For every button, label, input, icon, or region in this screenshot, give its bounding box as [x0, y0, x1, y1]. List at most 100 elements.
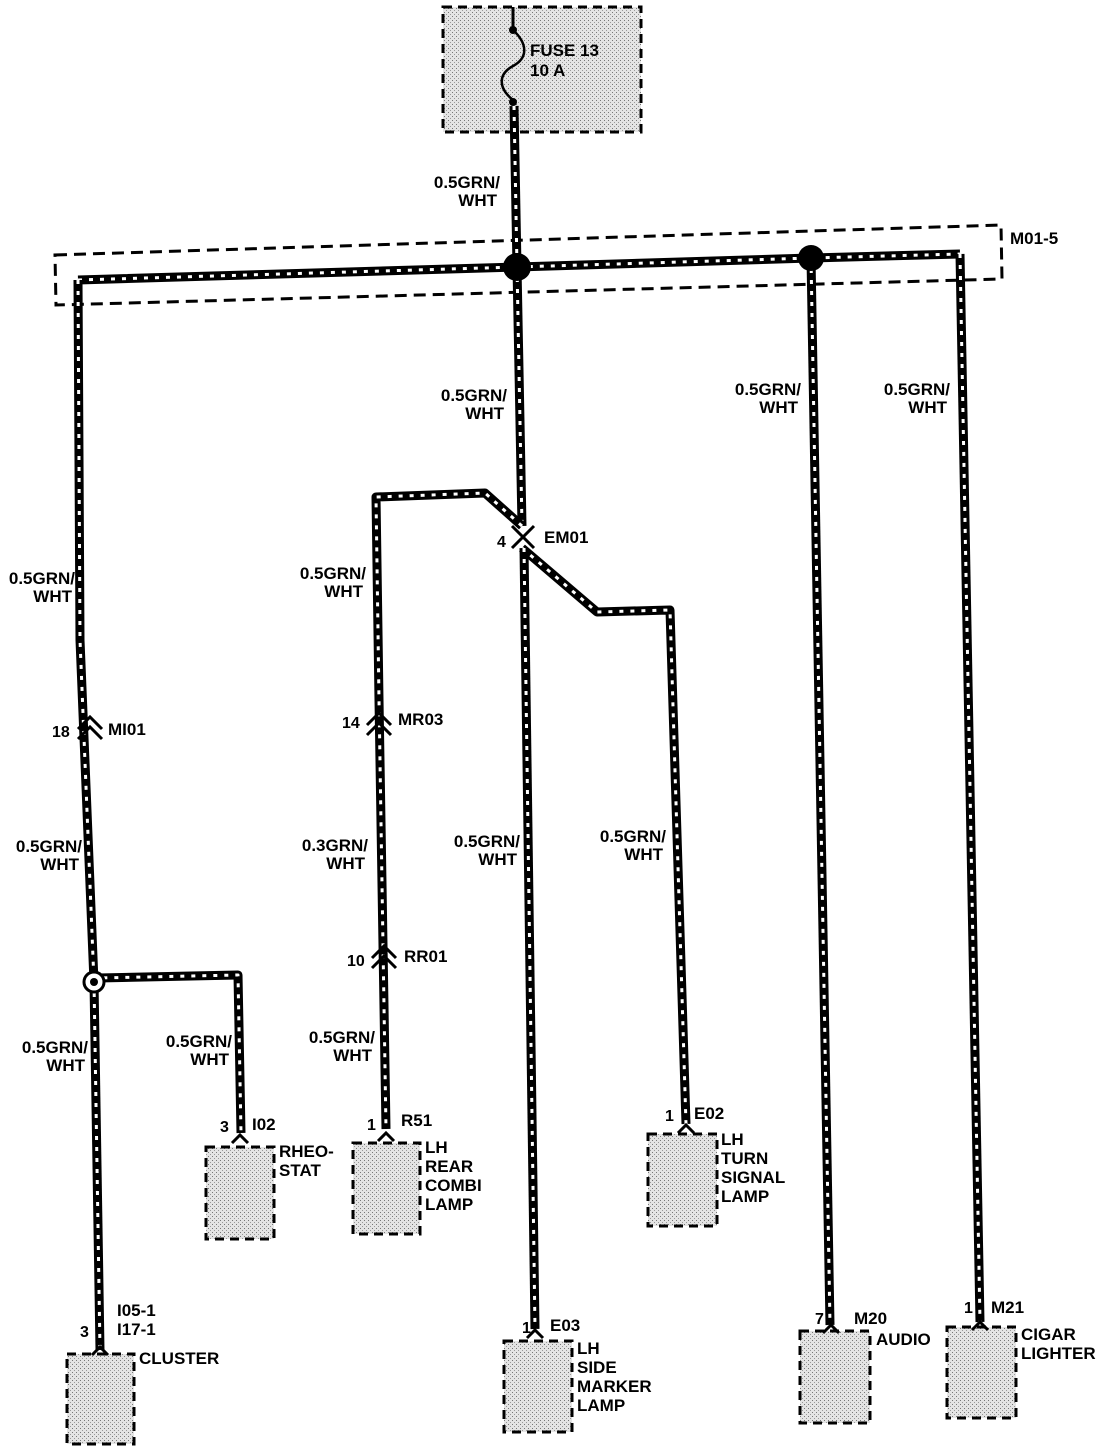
- svg-text:LH: LH: [721, 1130, 744, 1149]
- svg-text:0.5GRN/: 0.5GRN/: [22, 1038, 88, 1057]
- component-rheostat: 3 I02 RHEO- STAT: [204, 1115, 334, 1241]
- wire-center-trunk: [512, 266, 527, 527]
- turn-signal-pin-symbol: [676, 1122, 696, 1135]
- svg-text:0.5GRN/: 0.5GRN/: [884, 380, 950, 399]
- svg-text:0.3GRN/: 0.3GRN/: [302, 836, 368, 855]
- svg-text:0.5GRN/: 0.5GRN/: [434, 173, 500, 192]
- component-cluster: 3 I05-1 I17-1 CLUSTER: [65, 1301, 219, 1446]
- svg-text:0.5GRN/: 0.5GRN/: [309, 1028, 375, 1047]
- rear-combi-pin-symbol: [376, 1130, 396, 1143]
- svg-text:WHT: WHT: [478, 850, 517, 869]
- svg-text:0.5GRN/: 0.5GRN/: [735, 380, 801, 399]
- wire-rear-branch: [371, 488, 525, 1130]
- component-rear-combi-lamp: 1 R51 LH REAR COMBI LAMP: [351, 1111, 482, 1236]
- svg-text:0.5GRN/: 0.5GRN/: [166, 1032, 232, 1051]
- wire-label-rear-mid: 0.3GRN/ WHT: [302, 836, 368, 873]
- mr03-chevron-bottom: [365, 720, 393, 737]
- connector-em01: 4 EM01: [497, 524, 588, 551]
- wire-label-rear-lower: 0.5GRN/ WHT: [309, 1028, 375, 1065]
- wire-cigar: [955, 253, 985, 1323]
- svg-text:TURN: TURN: [721, 1149, 768, 1168]
- side-marker-pin-symbol: [525, 1327, 545, 1340]
- component-turn-signal-lamp: 1 E02 LH TURN SIGNAL LAMP: [646, 1104, 785, 1228]
- mi01-pin: 18: [52, 724, 70, 741]
- wire-fuse-feed-hatch: [512, 105, 519, 268]
- em01-chevron-bottom: [510, 534, 536, 550]
- wire-audio-hatch: [809, 257, 832, 1326]
- wires: [73, 105, 985, 1351]
- splice-junction-main: [503, 253, 531, 281]
- svg-text:0.5GRN/: 0.5GRN/: [300, 564, 366, 583]
- svg-text:WHT: WHT: [326, 854, 365, 873]
- wire-label-cluster: 0.5GRN/ WHT: [22, 1038, 88, 1075]
- wire-bus-hatch: [77, 252, 961, 282]
- wire-label-audio: 0.5GRN/ WHT: [735, 380, 801, 417]
- svg-text:I17-1: I17-1: [117, 1320, 156, 1339]
- connector-rr01: 10 RR01: [347, 943, 447, 970]
- svg-text:1: 1: [964, 1300, 973, 1317]
- svg-text:CIGAR: CIGAR: [1021, 1325, 1076, 1344]
- rr01-chevron-top: [370, 943, 398, 960]
- wire-labels: 0.5GRN/ WHT 0.5GRN/ WHT 0.5GRN/ WHT 0.5G…: [9, 173, 950, 1075]
- splice-outline: [53, 223, 1004, 307]
- rr01-chevron-bottom: [370, 953, 398, 970]
- wire-label-turn-signal: 0.5GRN/ WHT: [600, 827, 666, 864]
- svg-text:WHT: WHT: [465, 404, 504, 423]
- rr01-pin: 10: [347, 953, 365, 970]
- mr03-chevron-top: [365, 710, 393, 727]
- wire-label-side-marker: 0.5GRN/ WHT: [454, 832, 520, 869]
- mr03-pin: 14: [342, 715, 360, 732]
- svg-text:WHT: WHT: [908, 398, 947, 417]
- svg-text:E02: E02: [694, 1104, 724, 1123]
- svg-text:REAR: REAR: [425, 1157, 473, 1176]
- svg-text:WHT: WHT: [333, 1046, 372, 1065]
- svg-text:WHT: WHT: [624, 845, 663, 864]
- svg-text:7: 7: [815, 1311, 824, 1328]
- fuse-box: [441, 5, 643, 134]
- svg-text:COMBI: COMBI: [425, 1176, 482, 1195]
- fuse-symbol: [500, 29, 526, 101]
- wire-label-fuse-feed: 0.5GRN/ WHT: [434, 173, 500, 210]
- svg-text:WHT: WHT: [759, 398, 798, 417]
- rr01-name: RR01: [404, 947, 447, 966]
- svg-text:LH: LH: [425, 1138, 448, 1157]
- fuse-name: FUSE 13: [530, 41, 599, 60]
- svg-text:WHT: WHT: [33, 587, 72, 606]
- component-audio: 7 M20 AUDIO: [798, 1309, 931, 1425]
- wire-rear-branch-hatch: [374, 491, 523, 1130]
- svg-text:LIGHTER: LIGHTER: [1021, 1344, 1096, 1363]
- svg-text:RHEO-: RHEO-: [279, 1142, 334, 1161]
- svg-text:CLUSTER: CLUSTER: [139, 1349, 219, 1368]
- svg-text:WHT: WHT: [458, 191, 497, 210]
- cluster-pin-symbol: [90, 1344, 110, 1357]
- em01-pin: 4: [497, 534, 506, 551]
- rear-combi-box: [351, 1141, 422, 1236]
- splice-name: M01-5: [1010, 229, 1058, 248]
- splice-point-cluster: [82, 970, 106, 994]
- connector-mi01: 18 MI01: [52, 714, 146, 741]
- rheostat-box: [204, 1145, 276, 1241]
- svg-text:E03: E03: [550, 1316, 580, 1335]
- mi01-name: MI01: [108, 720, 146, 739]
- component-cigar-lighter: 1 M21 CIGAR LIGHTER: [945, 1298, 1096, 1420]
- svg-text:0.5GRN/: 0.5GRN/: [454, 832, 520, 851]
- em01-name: EM01: [544, 528, 588, 547]
- svg-text:3: 3: [220, 1119, 229, 1136]
- wire-turn-branch-hatch: [521, 546, 688, 1125]
- mr03-name: MR03: [398, 710, 443, 729]
- wire-label-cigar: 0.5GRN/ WHT: [884, 380, 950, 417]
- svg-text:1: 1: [665, 1108, 674, 1125]
- svg-text:0.5GRN/: 0.5GRN/: [16, 837, 82, 856]
- fuse-block: FUSE 13 10 A: [441, 5, 643, 134]
- svg-text:0.5GRN/: 0.5GRN/: [600, 827, 666, 846]
- cigar-lighter-pin-symbol: [970, 1319, 990, 1332]
- svg-text:LAMP: LAMP: [721, 1187, 769, 1206]
- fuse-rating: 10 A: [530, 61, 565, 80]
- side-marker-box: [502, 1339, 574, 1434]
- fuse-terminal-bottom: [509, 98, 517, 106]
- svg-text:LH: LH: [577, 1339, 600, 1358]
- svg-text:STAT: STAT: [279, 1161, 321, 1180]
- wire-label-center-upper: 0.5GRN/ WHT: [441, 386, 507, 423]
- mi01-chevron-bottom: [76, 724, 104, 741]
